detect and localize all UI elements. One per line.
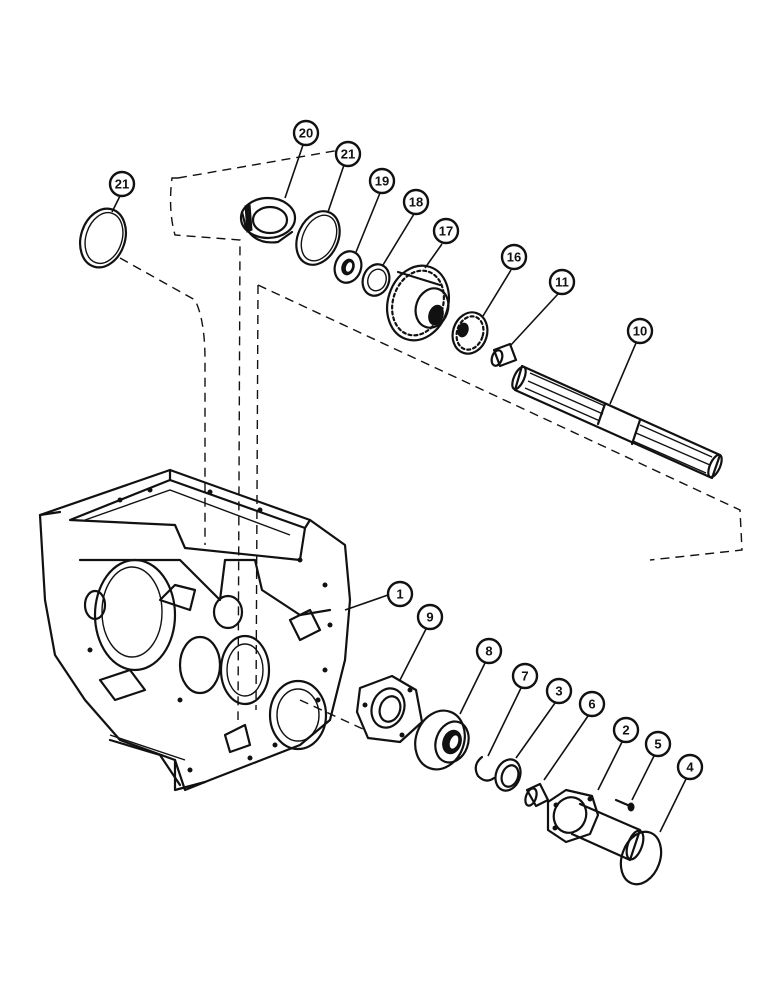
svg-text:21: 21	[341, 147, 355, 162]
callout-10: 10	[626, 317, 654, 345]
o-ring-part-4	[619, 830, 663, 886]
bolt-part-5	[614, 798, 635, 812]
svg-text:16: 16	[507, 250, 521, 265]
callout-21-upper: 21	[334, 140, 362, 168]
callout-17: 17	[432, 217, 460, 245]
callout-1: 1	[386, 580, 414, 608]
svg-text:6: 6	[588, 697, 595, 712]
svg-text:20: 20	[299, 126, 313, 141]
callout-18: 18	[402, 188, 430, 216]
assembly-guide-lines	[119, 149, 743, 731]
svg-text:1: 1	[396, 587, 403, 602]
svg-text:7: 7	[521, 669, 528, 684]
retainer-part-9	[355, 674, 424, 744]
callout-8: 8	[475, 637, 503, 665]
svg-text:3: 3	[555, 684, 562, 699]
gear-part-16	[451, 311, 489, 355]
callout-leaders	[111, 144, 687, 833]
svg-text:4: 4	[686, 760, 694, 775]
snap-ring-part-21-left	[79, 207, 127, 269]
callouts: 20 21 21 19 18 17 16 11	[108, 119, 704, 781]
snap-ring-part-7	[474, 755, 496, 782]
svg-text:17: 17	[439, 224, 453, 239]
callout-9: 9	[416, 603, 444, 631]
bearing-cone-part-6	[524, 782, 550, 808]
callout-5: 5	[644, 730, 672, 758]
svg-text:19: 19	[375, 174, 389, 189]
bearing-part-8	[414, 709, 470, 771]
svg-text:2: 2	[622, 723, 629, 738]
callout-3: 3	[545, 677, 573, 705]
callout-19: 19	[368, 167, 396, 195]
cover-part-2	[546, 788, 645, 862]
callout-16: 16	[500, 243, 528, 271]
bushing-part-11	[490, 342, 518, 368]
callout-2: 2	[612, 716, 640, 744]
svg-text:18: 18	[409, 195, 423, 210]
svg-text:11: 11	[555, 275, 569, 290]
housing-part-1	[38, 468, 352, 792]
callout-20: 20	[292, 119, 320, 147]
bearing-part-19	[333, 250, 363, 284]
callout-7: 7	[511, 662, 539, 690]
bearing-part-20	[239, 196, 297, 244]
gear-part-17	[386, 264, 450, 342]
callout-11: 11	[548, 268, 576, 296]
washer-part-18	[361, 263, 391, 297]
callout-21-left: 21	[108, 170, 136, 198]
svg-text:5: 5	[654, 737, 661, 752]
svg-text:21: 21	[115, 177, 129, 192]
snap-ring-part-21-upper	[295, 210, 341, 266]
svg-text:10: 10	[633, 324, 647, 339]
callout-6: 6	[578, 690, 606, 718]
svg-text:8: 8	[485, 644, 492, 659]
callout-4: 4	[676, 753, 704, 781]
shaft-part-10	[511, 364, 723, 480]
svg-text:9: 9	[426, 610, 433, 625]
bearing-cup-part-3	[494, 758, 522, 792]
